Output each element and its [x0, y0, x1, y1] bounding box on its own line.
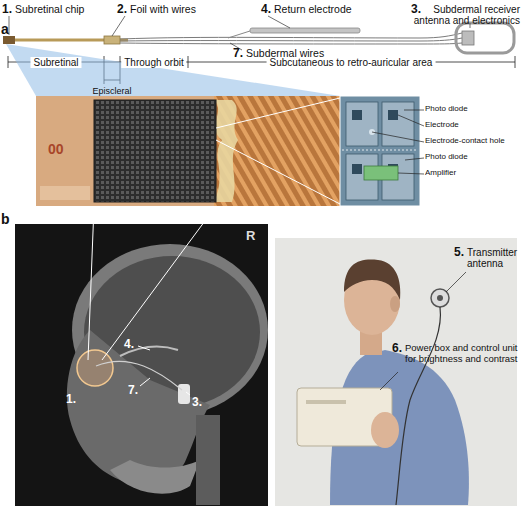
structure-label: Amplifier [425, 169, 456, 178]
part-label: Foil with wires [130, 4, 196, 16]
callout-number: 5. [454, 246, 464, 259]
micrograph-inset [352, 110, 362, 120]
x-ray-image [178, 384, 190, 404]
leader-line [88, 206, 94, 360]
chip-photo [214, 96, 340, 206]
chip-photo [94, 100, 216, 202]
chip-photo [36, 96, 340, 206]
patient-photo [396, 307, 440, 505]
part-label: Subretinal chip [15, 4, 84, 16]
callout-number: 4. [261, 3, 271, 16]
leader-line [372, 132, 424, 142]
chip-photo [36, 96, 340, 206]
x-ray-marker: R [246, 229, 255, 244]
structure-label: Photo diode [425, 105, 468, 114]
zoom-wedge [6, 44, 340, 96]
chip-marking: 00 [48, 142, 64, 158]
structure-label: Electrode [425, 121, 459, 130]
callout-number: 2. [117, 3, 127, 16]
patient-photo [306, 400, 346, 404]
leader-line [380, 372, 398, 390]
x-ray-image [77, 350, 113, 386]
callout-number: 3. [411, 3, 421, 16]
leader-line [446, 272, 466, 292]
panel-letter: a [1, 22, 9, 38]
x-ray-image [110, 460, 200, 494]
leader-line [372, 110, 424, 174]
micrograph-inset [342, 150, 418, 151]
patient-photo [344, 260, 400, 300]
implant-device [120, 38, 462, 41]
chip-photo [214, 100, 238, 202]
structure-label: Electrode-contact hole [425, 137, 505, 146]
part-label: Subdermal receiver antenna and electroni… [398, 4, 520, 26]
zoom-line [216, 98, 340, 204]
region-label: Subretinal [30, 57, 81, 68]
patient-photo [437, 295, 443, 301]
micrograph-inset [388, 110, 398, 120]
patient-photo [275, 238, 517, 506]
bracket [515, 56, 516, 68]
leader-line [186, 392, 190, 395]
leader-line [9, 16, 470, 50]
region-label: Subcutaneous to retro-auricular area [267, 57, 436, 68]
implant-device [104, 36, 120, 44]
callout-number: 7. [233, 47, 243, 60]
chip-photo [40, 186, 90, 200]
implant-device [456, 23, 514, 53]
zoom-line [216, 98, 340, 128]
x-ray-image [15, 224, 268, 506]
leader-line [112, 16, 125, 36]
micrograph-inset [364, 166, 398, 180]
region-label: Episcleral [92, 86, 131, 96]
part-label: Transmitter antenna [467, 247, 522, 269]
patient-photo [390, 296, 400, 312]
patient-photo [371, 412, 399, 448]
leader-line [138, 346, 150, 350]
callout-number: 7. [128, 384, 138, 397]
implant-device [3, 36, 15, 44]
zoom-line [216, 140, 340, 204]
structure-label: Photo diode [425, 153, 468, 162]
micrograph-inset [340, 96, 420, 206]
bracket [8, 56, 9, 68]
callout-number: 1. [2, 3, 12, 16]
implant-device [228, 31, 250, 38]
panel-letter: b [1, 212, 10, 228]
micrograph-inset [352, 164, 362, 174]
leader-line [380, 272, 466, 390]
callout-number: 1. [66, 393, 76, 406]
leader-line [268, 16, 290, 28]
micrograph-inset [340, 96, 420, 206]
x-ray-image [196, 415, 220, 505]
leader-line [102, 206, 216, 360]
implant-device [462, 31, 474, 45]
callout-number: 4. [124, 338, 134, 351]
region-label: Through orbit [121, 57, 186, 68]
implant-device [120, 43, 462, 44]
patient-photo [275, 238, 517, 506]
bracket [188, 56, 189, 68]
leader-line [405, 158, 424, 160]
leader-line [404, 110, 424, 111]
x-ray-image [15, 224, 268, 506]
micrograph-inset [346, 102, 378, 146]
leader-line [398, 173, 424, 174]
leader-line [88, 206, 216, 395]
leader-line [140, 378, 150, 386]
implant-device [120, 33, 462, 39]
part-label: Return electrode [274, 4, 352, 16]
leader-line [398, 115, 424, 126]
callout-number: 6. [392, 342, 402, 355]
callout-number: 3. [192, 396, 202, 409]
implant-device [250, 28, 360, 33]
x-ray-image [96, 361, 182, 390]
part-label: Power box and control unit for brightnes… [405, 343, 520, 364]
